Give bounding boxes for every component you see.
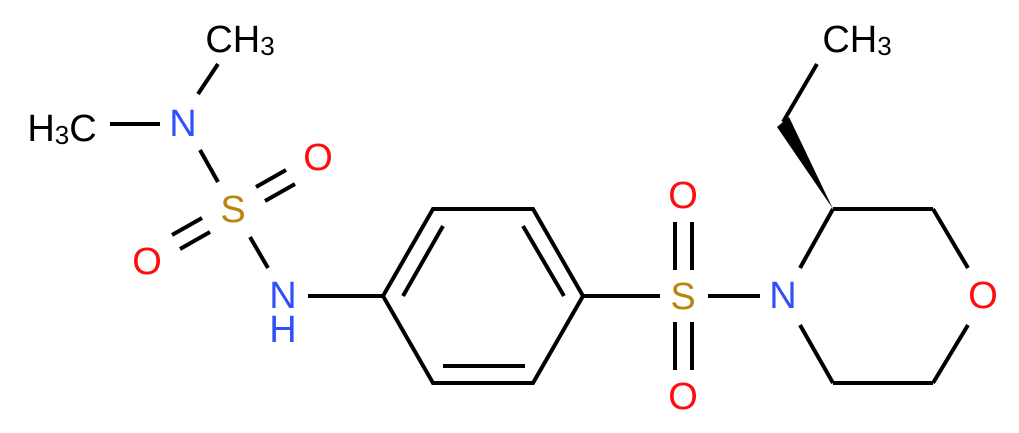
bond-s-o-left-b (179, 230, 211, 251)
benzene-inner-bond-2 (521, 224, 566, 298)
atom-ch3-top: CH3 (205, 19, 274, 61)
atom-o-sulfamide-right: O (303, 137, 333, 179)
bond-n-c3 (798, 208, 835, 269)
atom-o-sulfonyl-bottom: O (668, 376, 698, 418)
atom-s-sulfamide: S (220, 189, 245, 231)
bond-n-s (198, 149, 220, 183)
atom-nh-h: H (269, 309, 296, 351)
bond-n-ch3-top (196, 62, 220, 96)
benzene-ring (380, 207, 586, 385)
atom-o-morpholine: O (968, 275, 998, 317)
bond-s-o-left-a (171, 216, 203, 237)
stereo-wedge-bond (777, 117, 833, 209)
bond-c2-o (931, 207, 970, 270)
atom-o-sulfonyl-top: O (668, 175, 698, 217)
atom-s-sulfonyl: S (670, 276, 695, 318)
bond-s-o-right-b (264, 182, 296, 203)
atom-n-morpholine: N (769, 275, 796, 317)
atom-nh-n: N (269, 275, 296, 317)
benzene-inner-bond-1 (401, 225, 445, 297)
bond-s-o-right-a (255, 168, 287, 189)
bond-s-nh (248, 235, 270, 270)
atom-o-sulfamide-left: O (132, 241, 162, 283)
bond-ethyl-ch3 (781, 62, 819, 124)
atom-h3c-left: H3C (27, 108, 96, 150)
bond-o-c6 (931, 323, 970, 385)
bond-c5-n (798, 324, 835, 384)
atom-ethyl-ch3: CH3 (822, 19, 891, 61)
atom-n-dimethyl: N (169, 103, 196, 145)
